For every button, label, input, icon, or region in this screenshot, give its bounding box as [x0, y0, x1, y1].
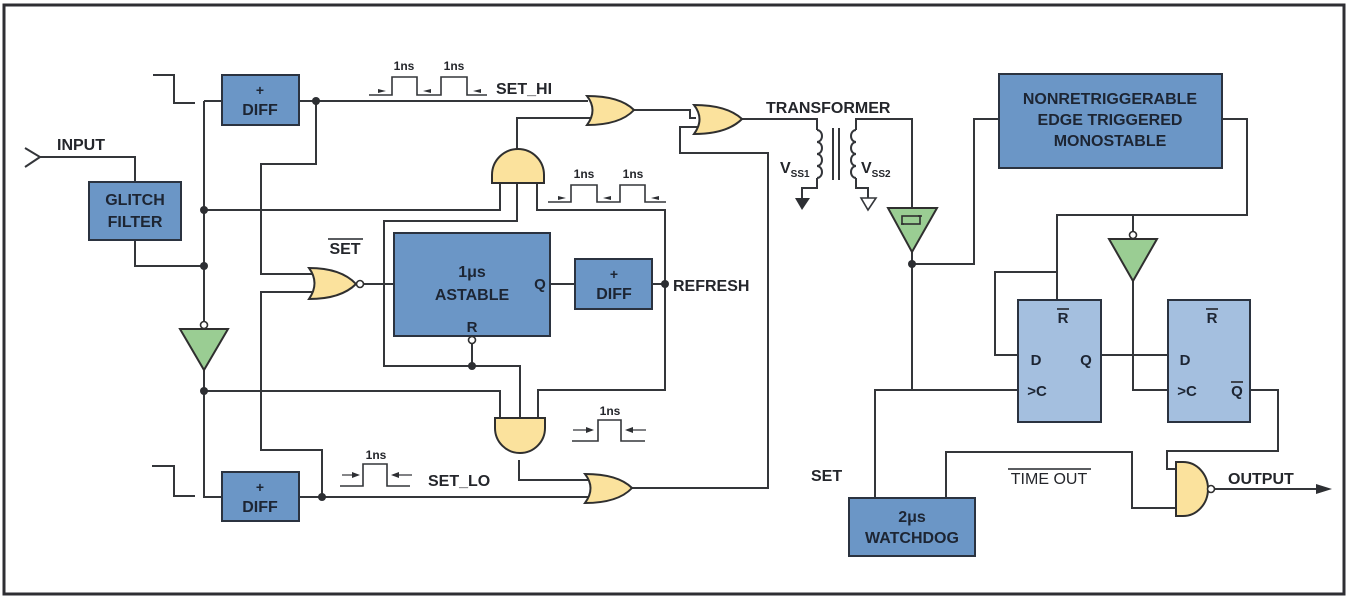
svg-text:ASTABLE: ASTABLE — [435, 287, 510, 304]
svg-text:Q: Q — [534, 276, 546, 293]
pulse-waveform-refresh — [548, 184, 666, 203]
set-bar-label: SET — [329, 241, 360, 258]
svg-text:Q: Q — [1231, 383, 1243, 400]
flip-flop-2: R D >C Q — [1167, 299, 1251, 423]
schmitt-buffer — [886, 207, 939, 255]
inverter-right-bubble — [1128, 230, 1138, 240]
svg-text:Q: Q — [1080, 352, 1092, 369]
diff-block-top: + DIFF — [221, 74, 300, 126]
svg-text:+: + — [256, 479, 264, 495]
output-label: OUTPUT — [1228, 471, 1294, 488]
pulse-waveform-set-hi — [369, 76, 487, 96]
vss2-label: VSS2 — [861, 160, 891, 180]
svg-text:1ns: 1ns — [623, 167, 644, 181]
svg-text:R: R — [467, 319, 478, 336]
svg-text:2μs: 2μs — [898, 509, 926, 526]
schmitt-trigger-icon — [901, 215, 921, 225]
nor-gate-set — [307, 266, 358, 301]
svg-text:+: + — [256, 82, 264, 98]
svg-text:1ns: 1ns — [394, 59, 415, 73]
and-gate-top — [491, 148, 545, 184]
set-hi-label: SET_HI — [496, 81, 552, 98]
pulse-waveform-set-lo — [340, 463, 412, 487]
svg-text:R: R — [1207, 310, 1218, 327]
vss1-label: VSS1 — [780, 160, 810, 180]
svg-text:1ns: 1ns — [366, 448, 387, 462]
svg-text:FILTER: FILTER — [108, 214, 163, 231]
ground-filled-icon — [795, 198, 810, 210]
svg-text:MONOSTABLE: MONOSTABLE — [1054, 133, 1167, 150]
glitch-filter-block: GLITCH FILTER — [88, 181, 182, 241]
time-out-label: TIME OUT — [1011, 471, 1088, 488]
svg-text:GLITCH: GLITCH — [105, 192, 165, 209]
svg-text:1μs: 1μs — [458, 264, 486, 281]
flip-flop-1: R D Q >C — [1017, 299, 1102, 423]
output-arrow-icon — [1316, 484, 1332, 494]
svg-text:EDGE TRIGGERED: EDGE TRIGGERED — [1038, 112, 1183, 129]
input-label: INPUT — [57, 137, 105, 154]
svg-text:>C: >C — [1177, 383, 1197, 400]
svg-text:>C: >C — [1027, 383, 1047, 400]
inverter-left-bubble — [199, 320, 209, 330]
junction-dots — [200, 97, 916, 501]
watchdog-block: 2μs WATCHDOG — [848, 497, 976, 557]
and-gate-bottom — [494, 417, 546, 454]
monostable-block: NONRETRIGGERABLE EDGE TRIGGERED MONOSTAB… — [998, 73, 1223, 169]
svg-text:1ns: 1ns — [574, 167, 595, 181]
svg-text:DIFF: DIFF — [596, 286, 632, 303]
refresh-label: REFRESH — [673, 278, 749, 295]
astable-block: 1μs ASTABLE Q R — [393, 232, 551, 337]
transformer — [816, 128, 857, 180]
or-gate-final — [691, 103, 744, 136]
astable-reset-bubble — [467, 335, 477, 345]
nor-output-bubble — [355, 279, 365, 289]
svg-text:R: R — [1058, 310, 1069, 327]
svg-text:WATCHDOG: WATCHDOG — [865, 530, 959, 547]
svg-text:DIFF: DIFF — [242, 102, 278, 119]
or-gate-set-hi — [584, 94, 636, 127]
diff-block-bottom: + DIFF — [221, 471, 300, 522]
svg-text:DIFF: DIFF — [242, 499, 278, 516]
ground-open-icon — [859, 197, 878, 212]
svg-text:+: + — [610, 266, 618, 282]
set-label: SET — [811, 468, 842, 485]
wires — [24, 74, 1318, 509]
transformer-label: TRANSFORMER — [766, 100, 891, 117]
svg-text:D: D — [1031, 352, 1042, 369]
or-gate-set-lo — [582, 472, 634, 505]
svg-text:1ns: 1ns — [600, 404, 621, 418]
svg-text:D: D — [1180, 352, 1191, 369]
svg-text:1ns: 1ns — [444, 59, 465, 73]
diff-block-refresh: + DIFF — [574, 258, 653, 310]
set-lo-label: SET_LO — [428, 473, 490, 490]
pulse-waveform-and — [572, 419, 646, 442]
nand-output-bubble — [1206, 484, 1216, 494]
svg-text:NONRETRIGGERABLE: NONRETRIGGERABLE — [1023, 91, 1198, 108]
